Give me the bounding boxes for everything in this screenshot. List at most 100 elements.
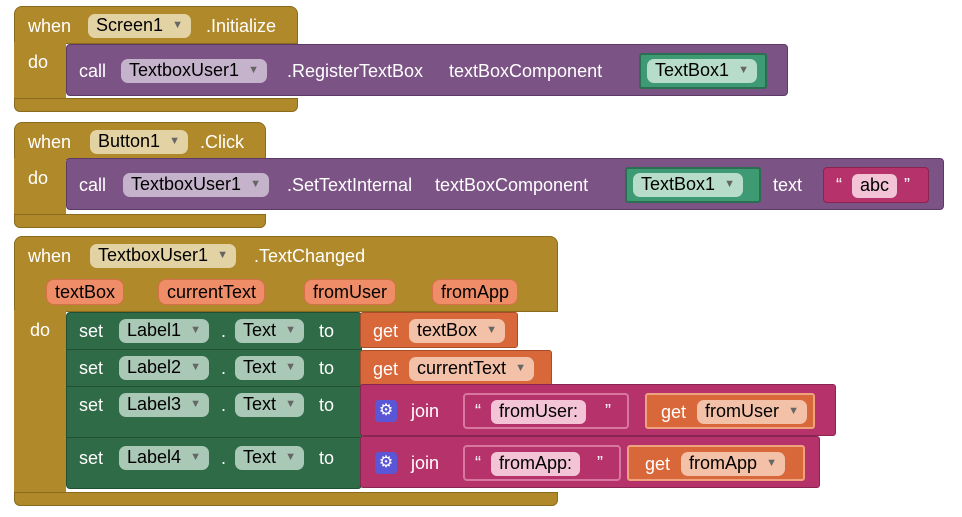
chevron-down-icon: ▼ [788,405,800,417]
event-footer [14,214,266,228]
chevron-down-icon: ▼ [486,324,498,336]
chevron-down-icon: ▼ [172,19,184,31]
component-block-textbox1[interactable]: TextBox1▼ [625,167,761,203]
event-footer [14,98,298,112]
set-block-label2-text[interactable]: set Label2▼ . Text▼ to [66,349,362,387]
chevron-down-icon: ▼ [190,451,202,463]
get-block-currenttext[interactable]: get currentText▼ [360,350,552,386]
quote-open: “ [836,175,842,195]
join-keyword: join [411,401,440,421]
call-keyword: call [79,61,107,81]
event-name: .TextChanged [254,246,366,266]
chevron-down-icon: ▼ [190,324,202,336]
get-block-fromuser[interactable]: get fromUser▼ [645,393,815,429]
chevron-down-icon: ▼ [250,178,262,190]
join-block-fromapp[interactable]: ⚙ join “ fromApp: ” get fromApp▼ [360,436,820,488]
component-dropdown-textboxuser1[interactable]: TextboxUser1▼ [90,244,237,268]
set-keyword: set [79,358,104,378]
get-block-fromapp[interactable]: get fromApp▼ [627,445,805,481]
event-arm [14,310,66,496]
variable-dropdown-fromuser[interactable]: fromUser▼ [697,400,808,424]
component-dropdown-textboxuser1[interactable]: TextboxUser1▼ [123,173,270,197]
property-dropdown-text[interactable]: Text▼ [235,393,305,417]
when-keyword: when [28,246,72,266]
set-block-label1-text[interactable]: set Label1▼ . Text▼ to [66,312,362,350]
when-keyword: when [28,16,72,36]
param-fromapp[interactable]: fromApp [432,279,519,305]
text-param-label: text [773,175,803,195]
to-keyword: to [319,395,335,415]
string-value-field[interactable]: fromUser: [491,400,587,424]
chevron-down-icon: ▼ [766,457,778,469]
property-dropdown-text[interactable]: Text▼ [235,319,305,343]
dot-separator: . [221,321,227,341]
get-keyword: get [645,454,671,474]
string-block-fromuser[interactable]: “ fromUser: ” [463,393,629,429]
gear-icon[interactable]: ⚙ [375,400,397,422]
quote-close: ” [597,453,603,473]
event-arm [14,42,66,102]
component-dropdown-textbox1[interactable]: TextBox1▼ [633,173,744,197]
call-keyword: call [79,175,107,195]
chevron-down-icon: ▼ [190,361,202,373]
event-name: .Initialize [206,16,277,36]
string-value-field[interactable]: fromApp: [491,452,581,476]
to-keyword: to [319,358,335,378]
variable-dropdown-textbox[interactable]: textBox▼ [409,319,506,343]
param-textbox[interactable]: textBox [46,279,125,305]
get-block-textbox[interactable]: get textBox▼ [360,312,518,348]
param-label: textBoxComponent [435,175,589,195]
chevron-down-icon: ▼ [217,249,229,261]
component-block-textbox1[interactable]: TextBox1▼ [639,53,767,89]
component-dropdown-textbox1[interactable]: TextBox1▼ [647,59,758,83]
call-block-register-textbox[interactable]: call TextboxUser1▼ .RegisterTextBox text… [66,44,788,96]
string-block-abc[interactable]: “ abc ” [823,167,929,203]
param-fromuser[interactable]: fromUser [304,279,397,305]
component-dropdown-button1[interactable]: Button1▼ [90,130,189,154]
chevron-down-icon: ▼ [738,64,750,76]
set-block-label4-text[interactable]: set Label4▼ . Text▼ to [66,437,362,489]
variable-dropdown-currenttext[interactable]: currentText▼ [409,357,535,381]
string-block-fromapp[interactable]: “ fromApp: ” [463,445,621,481]
quote-close: ” [605,401,611,421]
set-block-label3-text[interactable]: set Label3▼ . Text▼ to [66,386,362,438]
component-dropdown-textboxuser1[interactable]: TextboxUser1▼ [121,59,268,83]
chevron-down-icon: ▼ [724,178,736,190]
set-keyword: set [79,321,104,341]
event-block-button1-click[interactable]: when Button1▼ .Click do [14,122,266,228]
quote-open: “ [475,401,481,421]
component-dropdown-label2[interactable]: Label2▼ [119,356,210,380]
chevron-down-icon: ▼ [285,398,297,410]
method-name: .RegisterTextBox [287,61,424,81]
do-keyword: do [28,52,49,72]
dot-separator: . [221,448,227,468]
event-block-screen1-initialize[interactable]: when Screen1▼ .Initialize do [14,6,298,112]
to-keyword: to [319,321,335,341]
chevron-down-icon: ▼ [169,135,181,147]
component-dropdown-label3[interactable]: Label3▼ [119,393,210,417]
method-name: .SetTextInternal [287,175,413,195]
chevron-down-icon: ▼ [248,64,260,76]
call-block-set-text-internal[interactable]: call TextboxUser1▼ .SetTextInternal text… [66,158,944,210]
when-keyword: when [28,132,72,152]
gear-icon[interactable]: ⚙ [375,452,397,474]
component-dropdown-label1[interactable]: Label1▼ [119,319,210,343]
component-dropdown-screen1[interactable]: Screen1▼ [88,14,192,38]
event-block-textboxuser1-textchanged[interactable]: when TextboxUser1▼ .TextChanged textBox … [14,236,558,506]
join-block-fromuser[interactable]: ⚙ join “ fromUser: ” get fromUser▼ [360,384,836,436]
variable-dropdown-fromapp[interactable]: fromApp▼ [681,452,786,476]
do-keyword: do [28,168,49,188]
quote-open: “ [475,453,481,473]
param-currenttext[interactable]: currentText [158,279,266,305]
join-keyword: join [411,453,440,473]
chevron-down-icon: ▼ [285,361,297,373]
chevron-down-icon: ▼ [285,451,297,463]
string-value-field[interactable]: abc [852,174,898,198]
dot-separator: . [221,358,227,378]
event-arm [14,158,66,218]
property-dropdown-text[interactable]: Text▼ [235,446,305,470]
property-dropdown-text[interactable]: Text▼ [235,356,305,380]
get-keyword: get [373,359,399,379]
component-dropdown-label4[interactable]: Label4▼ [119,446,210,470]
event-name: .Click [200,132,244,152]
